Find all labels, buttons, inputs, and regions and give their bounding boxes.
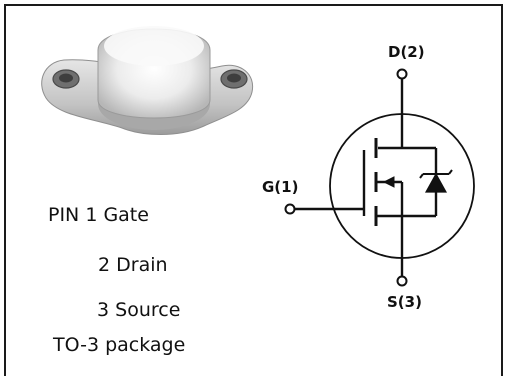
source-terminal-dot (396, 275, 408, 287)
mosfet-symbol (284, 68, 475, 287)
gate-terminal-dot (284, 203, 296, 215)
pin-2-drain-label: 2 Drain (98, 254, 168, 276)
channel-arrow (382, 176, 395, 188)
to3-package-image (41, 26, 254, 135)
package-type-label: TO-3 package (53, 334, 186, 356)
source-terminal-label: S(3) (387, 293, 422, 311)
drain-terminal-dot (396, 68, 408, 80)
body-diode-bar (419, 169, 453, 179)
pin-3-source-label: 3 Source (97, 299, 181, 321)
pin-1-gate-label: PIN 1 Gate (48, 204, 149, 226)
gate-terminal-label: G(1) (262, 178, 298, 196)
drain-terminal-label: D(2) (388, 43, 425, 61)
body-diode-triangle (424, 172, 448, 193)
